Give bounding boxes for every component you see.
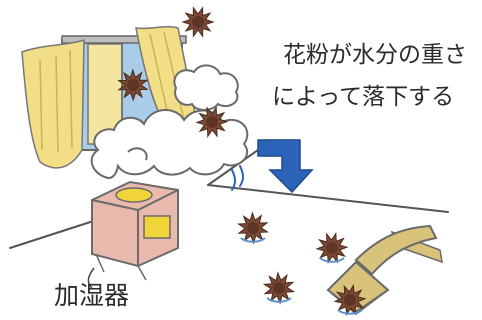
pollen-grain [262, 271, 296, 305]
caption-line-2: によって落下する [272, 84, 454, 110]
falling-arrow-icon [257, 139, 314, 194]
left-curtain [21, 38, 85, 169]
humidifier-panel [143, 215, 171, 239]
pollen-grains [117, 6, 367, 317]
pollen-grain [237, 211, 269, 245]
pollen-grain [195, 106, 229, 138]
humidifier-top-opening [115, 187, 153, 203]
pollen-grain [333, 283, 367, 317]
caption-line-1: 花粉が水分の重さ [283, 42, 467, 68]
pollen-grain [181, 6, 215, 38]
humidifier [91, 180, 179, 281]
humidifier-label: 加湿器 [54, 281, 129, 310]
motion-lines [231, 165, 244, 191]
label-pointer [87, 267, 95, 289]
pollen-grain [117, 68, 149, 102]
pollen-grain [315, 231, 349, 265]
